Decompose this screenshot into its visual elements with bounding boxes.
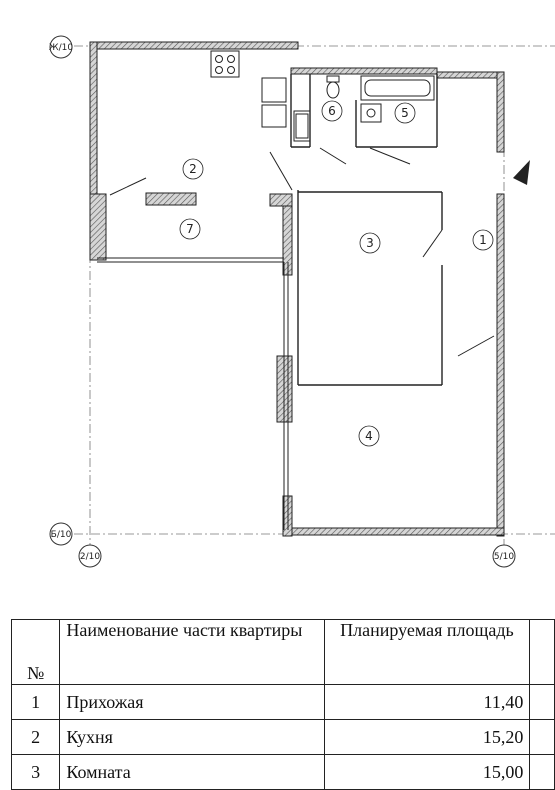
- table-row: 2 Кухня 15,20: [10, 719, 555, 755]
- axis-marker-5-10: 5/10: [492, 544, 516, 568]
- interior-walls: [97, 74, 443, 530]
- room-label-5: 5: [394, 102, 416, 124]
- svg-text:4: 4: [365, 429, 373, 443]
- row-num: 1: [10, 684, 61, 720]
- toilet-icon: [326, 75, 340, 99]
- table-header-row: № Наименование части квартиры Планируема…: [10, 619, 555, 685]
- area-table: № Наименование части квартиры Планируема…: [10, 619, 555, 790]
- row-num: 2: [10, 719, 61, 755]
- table-row: 1 Прихожая 11,40: [10, 684, 555, 720]
- row-name: Кухня: [59, 719, 325, 755]
- row-extra: [529, 684, 555, 720]
- room-label-3: 3: [359, 232, 381, 254]
- svg-text:7: 7: [186, 222, 194, 236]
- svg-text:3: 3: [366, 236, 374, 250]
- room-label-4: 4: [358, 425, 380, 447]
- axis-marker-2-10: 2/10: [78, 544, 102, 568]
- axis-marker-b10: Б/10: [49, 522, 73, 546]
- svg-text:6: 6: [328, 104, 336, 118]
- svg-text:2: 2: [189, 162, 197, 176]
- sink-icon: [360, 103, 382, 123]
- room-label-6: 6: [321, 100, 343, 122]
- header-area: Планируемая площадь: [323, 619, 531, 685]
- row-name: Прихожая: [59, 684, 325, 720]
- room-label-7: 7: [179, 218, 201, 240]
- table-row: 3 Комната 15,00: [10, 754, 555, 790]
- axis-lines: [74, 45, 555, 545]
- kitchen-appliance-icon: [261, 77, 311, 142]
- svg-text:5: 5: [401, 106, 409, 120]
- bathtub-icon: [360, 75, 435, 101]
- row-name: Комната: [59, 754, 325, 790]
- room-label-2: 2: [182, 158, 204, 180]
- entry-arrow-icon: [513, 160, 530, 185]
- svg-text:Б/10: Б/10: [51, 530, 72, 540]
- room-label-1: 1: [472, 229, 494, 251]
- svg-text:1: 1: [479, 233, 487, 247]
- row-num: 3: [10, 754, 61, 790]
- header-name: Наименование части квартиры: [59, 619, 325, 685]
- row-area: 15,00: [323, 754, 531, 790]
- svg-text:2/10: 2/10: [80, 552, 100, 562]
- row-area: 15,20: [323, 719, 531, 755]
- svg-text:Ж/10: Ж/10: [49, 43, 73, 53]
- row-area: 11,40: [323, 684, 531, 720]
- floor-plan: Ж/10 Б/10 2/10 5/10: [49, 35, 555, 568]
- header-extra: [529, 619, 555, 685]
- header-num: №: [10, 619, 61, 685]
- row-extra: [529, 719, 555, 755]
- row-extra: [529, 754, 555, 790]
- stove-icon: [210, 50, 240, 78]
- axis-marker-zh10: Ж/10: [49, 35, 73, 59]
- svg-text:5/10: 5/10: [494, 552, 514, 562]
- door-swings: [109, 147, 495, 357]
